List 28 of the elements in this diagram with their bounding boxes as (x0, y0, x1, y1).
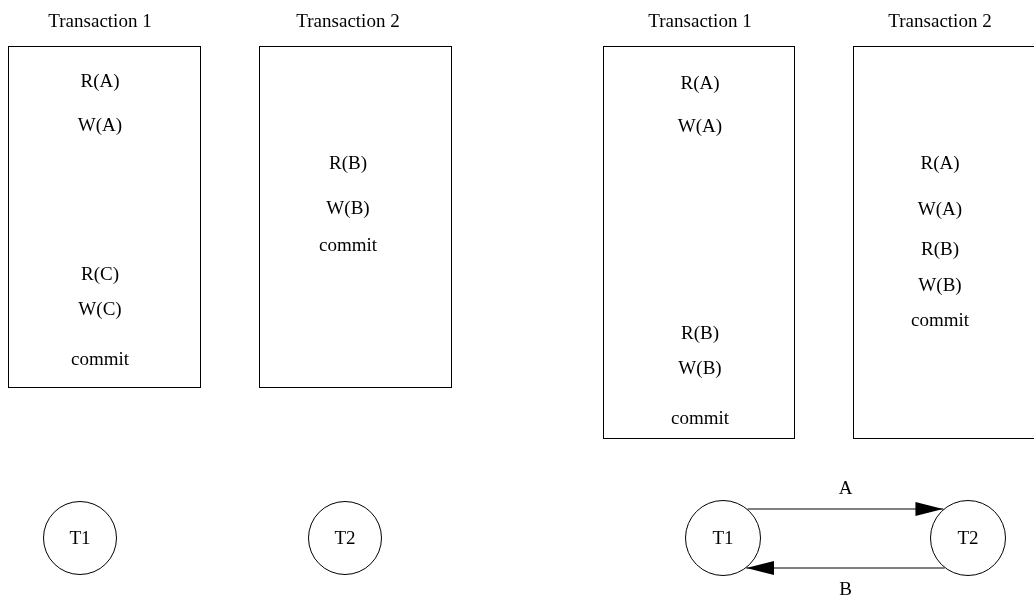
operation-text: R(B) (681, 322, 719, 342)
operation-text: W(A) (77, 114, 123, 134)
operation-text: R(B) (921, 238, 959, 258)
transaction-heading: Transaction 2 (888, 10, 992, 30)
operation-text: W(B) (326, 197, 370, 217)
transaction-node: T2 (308, 501, 382, 575)
operation-text: R(A) (920, 152, 960, 172)
operation-text: R(B) (329, 152, 367, 172)
transaction-heading: Transaction 1 (48, 10, 152, 30)
operation-text: R(C) (81, 263, 119, 283)
operation-text: commit (318, 234, 378, 254)
transaction-heading: Transaction 1 (648, 10, 752, 30)
transaction-node: T1 (685, 500, 761, 576)
operation-text: commit (670, 407, 730, 427)
operation-text: W(B) (678, 357, 722, 377)
operation-text: commit (70, 348, 130, 368)
operation-text: R(A) (80, 70, 120, 90)
transaction-heading: Transaction 2 (296, 10, 400, 30)
transaction-node: T1 (43, 501, 117, 575)
arrow (745, 561, 946, 575)
operation-text: R(A) (680, 72, 720, 92)
operation-text: W(C) (78, 298, 122, 318)
arrow (747, 502, 944, 516)
operation-text: W(B) (918, 274, 962, 294)
operation-text: commit (910, 309, 970, 329)
operation-text: W(A) (917, 198, 963, 218)
transaction-node: T2 (930, 500, 1006, 576)
operation-text: W(A) (677, 115, 723, 135)
